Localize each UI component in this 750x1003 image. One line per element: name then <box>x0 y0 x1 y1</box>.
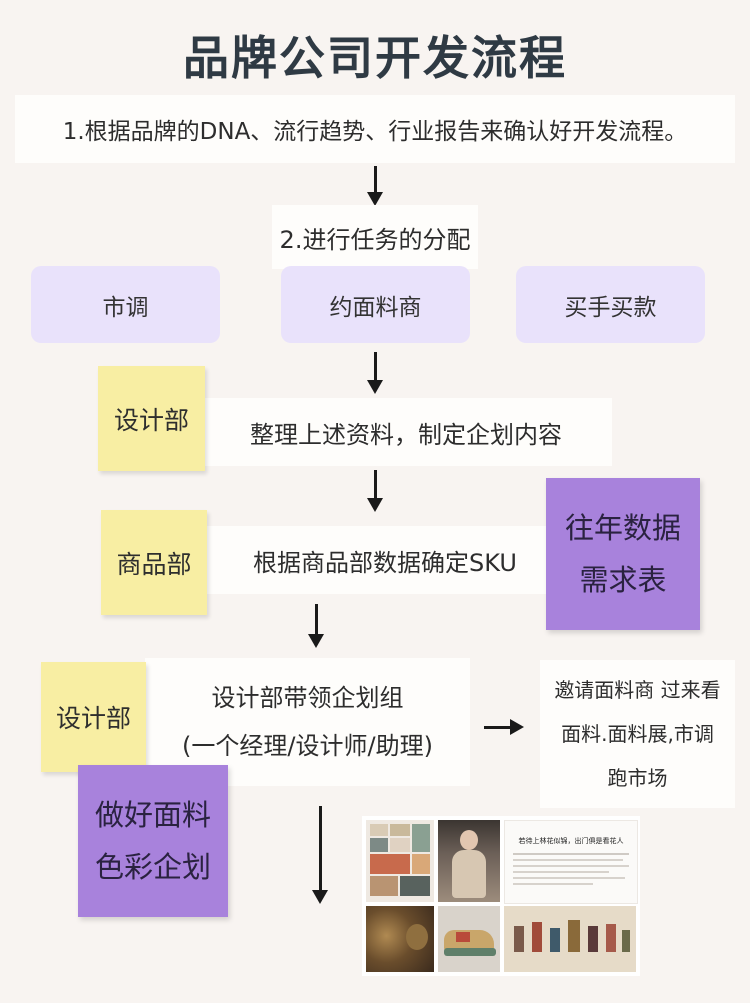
team-box: 设计部带领企划组 (一个经理/设计师/助理) <box>145 658 470 786</box>
sticky-fabric-color: 做好面料 色彩企划 <box>78 765 228 917</box>
task-buyer-samples: 买手买款 <box>516 266 705 343</box>
planning-text: 整理上述资料，制定企划内容 <box>250 420 562 449</box>
sticky-design-dept-2: 设计部 <box>41 662 146 772</box>
article-panel: 若待上林花似锦，出门俱是看花人 <box>504 820 638 904</box>
design-dept-label: 设计部 <box>113 405 189 435</box>
sticky-design-dept-1: 设计部 <box>98 366 205 471</box>
step2-box: 2.进行任务的分配 <box>272 205 478 269</box>
sticky-product-dept: 商品部 <box>101 510 207 615</box>
past-data-line-2: 需求表 <box>579 563 667 597</box>
task-market-research: 市调 <box>31 266 220 343</box>
mood-board-collage: 若待上林花似锦，出门俱是看花人 <box>362 816 640 976</box>
step1-text: 1.根据品牌的DNA、流行趋势、行业报告来确认好开发流程。 <box>62 119 688 145</box>
task-label: 约面料商 <box>329 294 422 321</box>
supplier-box: 邀请面料商 过来看 面料.面料展,市调 跑市场 <box>540 660 735 808</box>
sneaker-photo <box>438 906 500 972</box>
article-headline: 若待上林花似锦，出门俱是看花人 <box>518 837 624 845</box>
step1-box: 1.根据品牌的DNA、流行趋势、行业报告来确认好开发流程。 <box>15 95 735 163</box>
past-data-line-1: 往年数据 <box>564 511 681 545</box>
task-label: 买手买款 <box>564 294 657 321</box>
fashion-photo <box>438 820 500 902</box>
supplier-line-1: 邀请面料商 过来看 <box>554 678 721 702</box>
supplier-line-3: 跑市场 <box>607 766 668 790</box>
sku-box: 根据商品部数据确定SKU <box>140 526 570 594</box>
sticky-past-data: 往年数据 需求表 <box>546 478 700 630</box>
product-dept-label: 商品部 <box>116 549 192 579</box>
task-label: 市调 <box>102 294 149 321</box>
design-dept-label: 设计部 <box>55 704 131 733</box>
team-line-1: 设计部带领企划组 <box>211 684 404 712</box>
ornament-photo <box>366 906 434 972</box>
supplier-line-2: 面料.面料展,市调 <box>561 722 714 746</box>
team-line-2: (一个经理/设计师/助理) <box>182 732 433 760</box>
fabric-line-1: 做好面料 <box>94 798 211 832</box>
task-contact-supplier: 约面料商 <box>281 266 470 343</box>
sku-text: 根据商品部数据确定SKU <box>253 548 517 577</box>
painting-photo <box>504 906 636 972</box>
step2-text: 2.进行任务的分配 <box>279 225 471 254</box>
fabric-line-2: 色彩企划 <box>94 850 211 884</box>
page-title: 品牌公司开发流程 <box>183 31 567 85</box>
color-swatch-board <box>366 820 434 902</box>
planning-box: 整理上述资料，制定企划内容 <box>140 398 612 466</box>
